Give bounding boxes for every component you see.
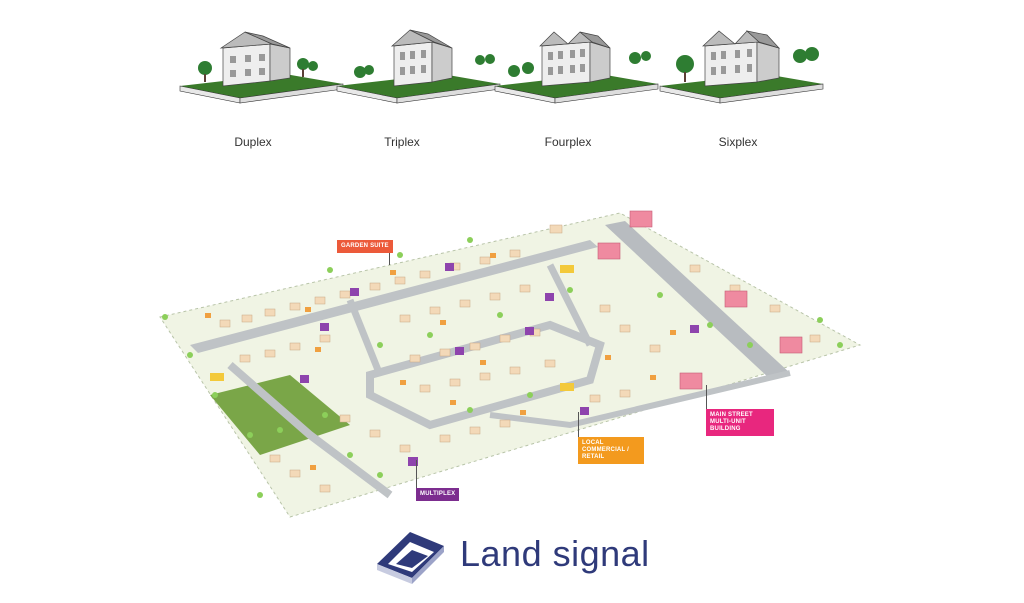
trees xyxy=(162,237,843,498)
main-street-buildings xyxy=(597,210,803,390)
road-bottom xyxy=(489,370,791,429)
road-loop xyxy=(366,320,605,430)
triplex-label: Triplex xyxy=(384,135,420,149)
fourplex-illustration xyxy=(494,31,659,104)
road-right xyxy=(546,263,594,347)
multiplex-buildings xyxy=(300,263,699,466)
sixplex-label: Sixplex xyxy=(718,135,758,149)
local-commercial-buildings xyxy=(210,265,574,391)
road-lower xyxy=(227,361,393,499)
houses xyxy=(219,224,821,493)
sixplex-illustration xyxy=(659,30,824,104)
duplex-illustration xyxy=(179,31,344,104)
land-signal-logo-icon xyxy=(377,532,444,584)
triplex-illustration xyxy=(336,29,501,104)
main-street-callout: MAIN STREET MULTI-UNIT BUILDING xyxy=(706,409,774,436)
neighbourhood-map xyxy=(159,210,862,518)
road-top xyxy=(190,240,598,353)
fourplex-label: Fourplex xyxy=(544,135,592,149)
garden-suite-callout: GARDEN SUITE xyxy=(337,240,393,253)
duplex-label: Duplex xyxy=(234,135,272,149)
main-street xyxy=(605,221,790,379)
road-mid xyxy=(346,298,384,377)
multiplex-callout: MULTIPLEX xyxy=(416,488,460,501)
brand-name: Land signal xyxy=(460,533,650,574)
local-commercial-callout: LOCAL COMMERCIAL / RETAIL xyxy=(578,437,644,464)
garden-suites xyxy=(205,253,676,470)
